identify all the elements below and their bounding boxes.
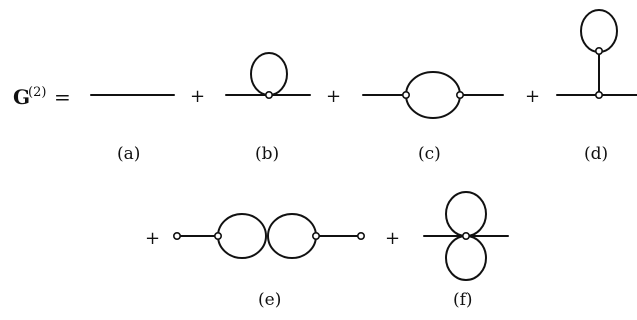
diagram-f — [423, 191, 509, 281]
label-c: (c) — [418, 144, 441, 164]
plus-sign-3: + — [525, 86, 540, 107]
diagram-f-lower-loop — [445, 235, 487, 281]
diagram-b-vertex — [264, 91, 273, 100]
diagram-e-left-end-vertex — [173, 232, 182, 241]
plus-sign-1: + — [190, 86, 205, 107]
diagram-e-right-bubble — [267, 213, 317, 259]
equals-sign: = — [54, 85, 71, 109]
diagram-b-loop — [250, 52, 288, 96]
diagram-c-right-vertex — [455, 91, 464, 100]
diagram-e-left-vertex — [214, 232, 223, 241]
diagram-e-left-bubble — [217, 213, 267, 259]
lhs-symbol: G — [13, 85, 30, 109]
diagram-c — [362, 71, 504, 119]
label-e: (e) — [258, 290, 281, 310]
plus-sign-5: + — [385, 228, 400, 249]
label-f: (f) — [453, 290, 473, 310]
diagram-d-top-vertex — [594, 46, 603, 55]
diagram-d-loop — [580, 9, 618, 53]
label-d: (d) — [584, 144, 608, 164]
lhs-superscript: (2) — [28, 85, 46, 100]
plus-sign-2: + — [326, 86, 341, 107]
diagram-d-bottom-vertex — [594, 91, 603, 100]
label-a: (a) — [117, 144, 140, 164]
label-b: (b) — [255, 144, 279, 164]
diagram-b — [225, 52, 311, 100]
diagram-e — [173, 213, 365, 259]
diagram-c-bubble — [405, 71, 461, 119]
diagram-c-left-vertex — [401, 91, 410, 100]
diagram-f-upper-loop — [445, 191, 487, 237]
diagram-d — [556, 9, 637, 100]
diagram-e-right-vertex — [311, 232, 320, 241]
plus-sign-4: + — [145, 228, 160, 249]
diagram-e-right-end-vertex — [356, 232, 365, 241]
diagram-f-vertex — [461, 232, 470, 241]
